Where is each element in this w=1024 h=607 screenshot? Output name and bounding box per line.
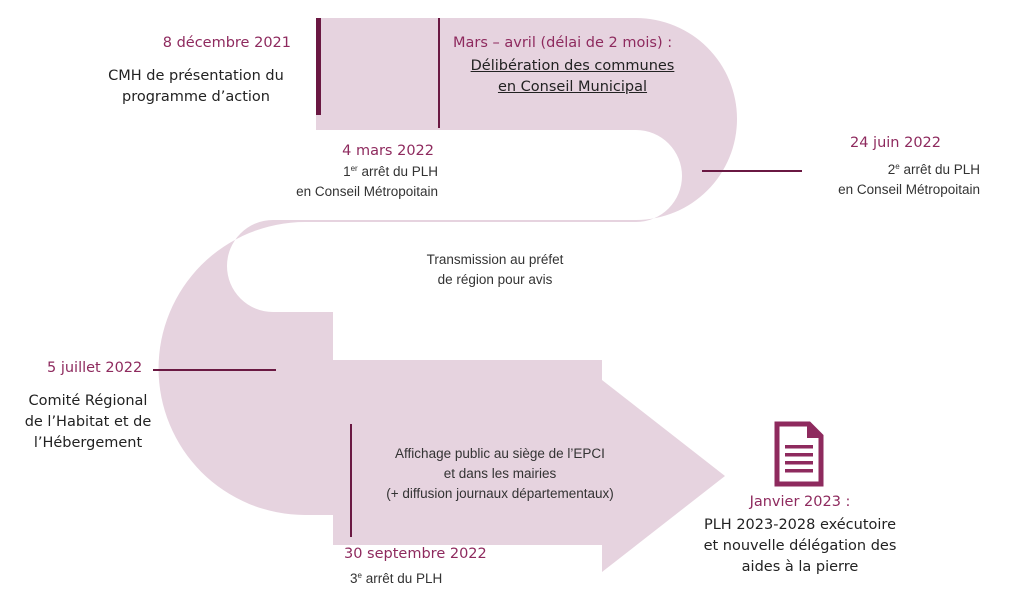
- arret1-line1: 1er arrêt du PLH: [343, 164, 438, 179]
- transmission-line2: de région pour avis: [437, 272, 553, 287]
- milestone-desc-comite: Comité Régional de l’Habitat et de l’Héb…: [8, 391, 168, 454]
- plh-line1: PLH 2023-2028 exécutoire: [703, 517, 896, 533]
- milestone-desc-plh-executoire: PLH 2023-2028 exécutoire et nouvelle dél…: [665, 515, 935, 578]
- arret2-line1: 2e arrêt du PLH: [887, 162, 980, 177]
- milestone-desc-transmission: Transmission au préfet de région pour av…: [395, 250, 595, 290]
- deliberation-line2: en Conseil Municipal: [497, 79, 648, 95]
- milestone-desc-affichage: Affichage public au siège de l’EPCI et d…: [360, 444, 640, 504]
- comite-line3: l’Hébergement: [33, 435, 143, 451]
- deliberation-line1: Délibération des communes: [470, 58, 675, 74]
- cmh-line2: programme d’action: [122, 89, 270, 105]
- milestone-desc-cmh: CMH de présentation du programme d’actio…: [96, 66, 296, 108]
- affichage-line3: (+ diffusion journaux départementaux): [386, 486, 614, 501]
- milestone-date-mars-avril: Mars – avril (délai de 2 mois) :: [453, 35, 673, 51]
- plh-line3: aides à la pierre: [741, 559, 859, 575]
- start-marker: [316, 18, 321, 115]
- transmission-line1: Transmission au préfet: [426, 252, 564, 267]
- milestone-date-janvier-2023: Janvier 2023 :: [749, 494, 851, 510]
- document-icon: [774, 421, 824, 487]
- serpentine-arrow-band: [158, 18, 738, 572]
- milestone-desc-2e-arret: 2e arrêt du PLH en Conseil Métropoitain: [838, 160, 980, 200]
- plh-line2: et nouvelle délégation des: [703, 538, 897, 554]
- milestone-date-24-juin: 24 juin 2022: [849, 135, 941, 151]
- milestone-date-30-septembre: 30 septembre 2022: [344, 546, 487, 562]
- milestone-desc-1er-arret: 1er arrêt du PLH en Conseil Métropoitain: [296, 162, 438, 202]
- comite-line2: de l’Habitat et de: [24, 414, 152, 430]
- arret1-line2: en Conseil Métropoitain: [296, 184, 438, 199]
- milestone-date-4-mars: 4 mars 2022: [342, 143, 434, 159]
- milestone-desc-deliberation: Délibération des communes en Conseil Mun…: [450, 56, 695, 98]
- affichage-line1: Affichage public au siège de l’EPCI: [395, 446, 605, 461]
- milestone-desc-3e-arret: 3e arrêt du PLH: [350, 571, 443, 586]
- arret2-line2: en Conseil Métropoitain: [838, 182, 980, 197]
- affichage-line2: et dans les mairies: [443, 466, 557, 481]
- milestone-date-8-decembre: 8 décembre 2021: [162, 35, 291, 51]
- comite-line1: Comité Régional: [28, 393, 148, 409]
- milestone-date-5-juillet: 5 juillet 2022: [47, 360, 143, 376]
- cmh-line1: CMH de présentation du: [108, 68, 284, 84]
